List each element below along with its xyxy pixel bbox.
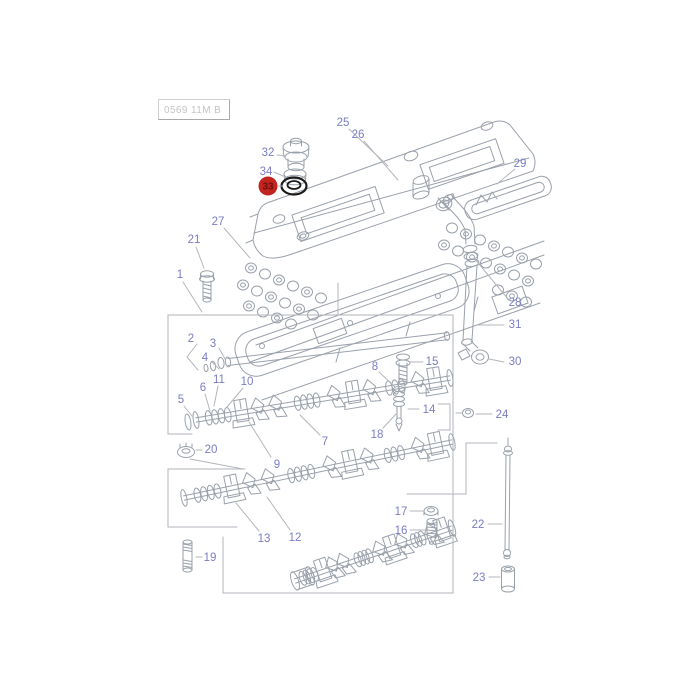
group-boxes	[167, 314, 454, 594]
svg-text:34: 34	[260, 166, 273, 178]
svg-text:1: 1	[177, 269, 183, 281]
callout-16[interactable]: 16	[395, 525, 408, 537]
callout-30[interactable]: 30	[509, 356, 522, 368]
callout-9[interactable]: 9	[274, 459, 280, 471]
callout-29[interactable]: 29	[514, 158, 527, 170]
svg-text:17: 17	[395, 506, 408, 518]
callout-7[interactable]: 7	[322, 436, 328, 448]
callout-20[interactable]: 20	[205, 444, 218, 456]
svg-text:16: 16	[395, 525, 408, 537]
callout-1[interactable]: 1	[177, 269, 183, 281]
svg-text:21: 21	[188, 234, 201, 246]
svg-text:7: 7	[322, 436, 328, 448]
svg-text:9: 9	[274, 459, 280, 471]
callout-19[interactable]: 19	[204, 552, 217, 564]
svg-text:4: 4	[202, 352, 209, 364]
svg-text:20: 20	[205, 444, 218, 456]
callout-17[interactable]: 17	[395, 506, 408, 518]
callout-27[interactable]: 27	[212, 216, 225, 228]
svg-text:22: 22	[472, 519, 485, 531]
callout-13[interactable]: 13	[258, 533, 271, 545]
callout-15[interactable]: 15	[426, 356, 439, 368]
callout-11[interactable]: 11	[213, 374, 225, 386]
svg-text:19: 19	[204, 552, 217, 564]
svg-text:8: 8	[372, 361, 378, 373]
rocker-shaft-drawing	[203, 331, 451, 373]
svg-text:23: 23	[473, 572, 486, 584]
nut-20-drawing	[177, 442, 195, 458]
svg-text:18: 18	[371, 429, 384, 441]
callout-10[interactable]: 10	[241, 376, 254, 388]
oil-filler-cap-drawing	[282, 137, 310, 172]
callout-6[interactable]: 6	[200, 382, 206, 394]
callout-21[interactable]: 21	[188, 234, 201, 246]
callout-5[interactable]: 5	[178, 394, 184, 406]
rocker-assembly-3-drawing	[290, 516, 458, 591]
valve-cover-drawing	[245, 120, 536, 259]
svg-text:10: 10	[241, 376, 254, 388]
callout-14[interactable]: 14	[423, 404, 436, 416]
callout-34[interactable]: 34	[260, 166, 273, 178]
callout-33[interactable]: 33	[258, 176, 278, 196]
svg-text:25: 25	[337, 117, 350, 129]
breather-pipe-drawing	[442, 194, 480, 346]
callout-18[interactable]: 18	[371, 429, 384, 441]
callout-32[interactable]: 32	[262, 147, 275, 159]
rocker-assembly-2-drawing	[180, 430, 456, 507]
stud-19-drawing	[182, 539, 193, 573]
rocker-assembly-1-drawing	[192, 366, 454, 429]
adjuster-screw-drawing	[393, 386, 405, 432]
callout-25[interactable]: 25	[337, 117, 350, 129]
thrust-washer-5-drawing	[184, 413, 192, 431]
svg-text:26: 26	[352, 129, 365, 141]
callout-8[interactable]: 8	[372, 361, 378, 373]
svg-text:32: 32	[262, 147, 275, 159]
svg-text:13: 13	[258, 533, 271, 545]
diagram-code-label: 0569 11M B	[158, 99, 230, 120]
callout-23[interactable]: 23	[473, 572, 486, 584]
svg-text:27: 27	[212, 216, 225, 228]
screw-16-drawing	[426, 518, 438, 545]
svg-text:12: 12	[289, 532, 302, 544]
cylinder-head-drawing	[237, 222, 545, 401]
svg-text:14: 14	[423, 404, 436, 416]
bolt-15-drawing	[395, 353, 411, 386]
svg-text:15: 15	[426, 356, 439, 368]
banjo-fitting-drawing	[457, 340, 489, 365]
svg-text:29: 29	[514, 158, 527, 170]
side-gasket-drawing	[464, 175, 552, 221]
callout-22[interactable]: 22	[472, 519, 485, 531]
svg-text:5: 5	[178, 394, 184, 406]
callout-2[interactable]: 2	[188, 333, 194, 345]
svg-text:30: 30	[509, 356, 522, 368]
callout-28[interactable]: 28	[509, 297, 522, 309]
callout-4[interactable]: 4	[202, 352, 209, 364]
callout-26[interactable]: 26	[352, 129, 365, 141]
nut-17-drawing	[423, 506, 439, 516]
svg-text:24: 24	[496, 409, 509, 421]
highlighted-ring-33-drawing	[280, 176, 308, 196]
svg-text:33: 33	[262, 182, 274, 193]
callout-31[interactable]: 31	[509, 319, 522, 331]
pushrod-22-drawing	[503, 437, 513, 560]
svg-text:11: 11	[213, 374, 225, 386]
nut-24-drawing	[462, 408, 474, 418]
svg-text:31: 31	[509, 319, 522, 331]
callout-24[interactable]: 24	[496, 409, 509, 421]
bolt-21-drawing	[199, 270, 215, 303]
callout-3[interactable]: 3	[210, 338, 216, 350]
svg-text:6: 6	[200, 382, 206, 394]
callout-12[interactable]: 12	[289, 532, 302, 544]
svg-text:2: 2	[188, 333, 194, 345]
diagram-code-text: 0569 11M B	[164, 105, 222, 116]
svg-text:28: 28	[509, 297, 522, 309]
svg-text:3: 3	[210, 338, 216, 350]
tappet-23-drawing	[501, 565, 515, 593]
leader-lines	[182, 128, 516, 578]
